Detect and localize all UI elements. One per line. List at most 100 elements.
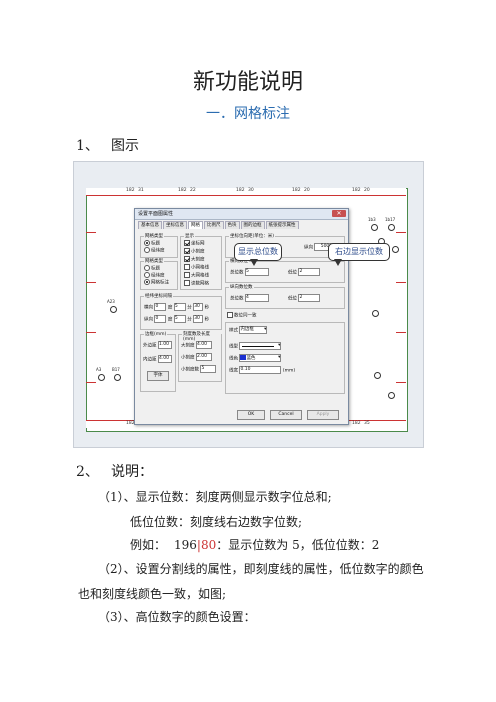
checkbox-icon [184, 272, 190, 278]
cancel-button[interactable]: Cancel [270, 410, 302, 420]
style-select[interactable]: 内边框▾ [239, 326, 268, 334]
page-subtitle: 一．网格标注 [206, 106, 290, 122]
checkbox-coord-grid[interactable]: 坐标网 [184, 240, 205, 247]
font-button[interactable]: 字体 [147, 371, 169, 381]
example-number-high: 196 [174, 538, 197, 552]
checkbox-small-tick[interactable]: 小刻度 [184, 248, 205, 255]
color-swatch [240, 355, 247, 360]
small-tick-input[interactable]: 2.00 [195, 353, 212, 361]
radio-option[interactable]: 经纬度 [144, 272, 165, 279]
survey-point-label: A3 [96, 367, 102, 372]
close-icon: ✕ [336, 210, 342, 217]
note-item-3: （3）、高位数字的颜色设置： [98, 610, 256, 624]
line-width-row: 线宽 0.10 (mm) [229, 366, 296, 374]
radio-option[interactable]: 经纬度 [144, 247, 165, 254]
inner-margin-input[interactable]: 4.00 [157, 355, 172, 363]
callout-right-digits: 右边显示位数 [328, 243, 390, 261]
callout-tail [334, 259, 342, 266]
radio-icon [144, 240, 150, 246]
sec-input[interactable]: 30 [193, 315, 204, 323]
deg-input[interactable]: 0 [154, 315, 167, 323]
survey-point [372, 310, 379, 317]
interval-group: 经纬坐标间隔 横向 0 度 5 分 30 秒 纵向 0 度 5 分 30 秒 [140, 293, 222, 330]
example-suffix: ：显示位数为 5，低位位数：2 [216, 538, 380, 552]
close-button[interactable]: ✕ [332, 210, 346, 217]
line-width-input[interactable]: 0.10 [239, 366, 282, 374]
low-digits-input-2[interactable]: 2 [298, 294, 321, 302]
outer-margin-row: 外边距 1.00 [143, 341, 172, 349]
ruler-label: 182 [236, 188, 245, 193]
deg-input[interactable]: 0 [154, 303, 167, 311]
survey-point-label: 1b17 [385, 217, 396, 222]
checkbox-small-gridline[interactable]: 小网格线 [184, 264, 209, 271]
checkbox-big-tick[interactable]: 大刻度 [184, 256, 205, 263]
ok-button[interactable]: OK [237, 410, 265, 420]
small-count-input[interactable]: 5 [200, 365, 217, 373]
dialog-title: 设置平面图属性 [138, 211, 174, 217]
apply-button[interactable]: Apply [307, 410, 339, 420]
ruler-label: 30 [248, 188, 254, 193]
tick-group: 刻度数及长度(mm) 大刻度 4.00 小刻度 2.00 小刻度数 5 [178, 331, 222, 382]
ruler-label: 20 [304, 188, 310, 193]
survey-point-label: 1b3 [368, 217, 376, 222]
min-input[interactable]: 5 [173, 315, 186, 323]
survey-point [110, 306, 117, 313]
min-input[interactable]: 5 [173, 303, 186, 311]
tab-basic-info[interactable]: 基本信息 [138, 221, 162, 229]
tab-coordinates[interactable]: 坐标信息 [163, 221, 187, 229]
total-digits-row: 总位数 4 [230, 294, 269, 302]
radio-option[interactable]: 标题 [144, 240, 160, 247]
group-label: 经纬坐标间隔 [144, 293, 173, 299]
horizontal-digits-group: 横向数位 总位数 5 低位 2 [225, 258, 345, 283]
survey-point [371, 224, 378, 231]
checkbox-icon [184, 264, 190, 270]
display-group: 显示 坐标网 小刻度 大刻度 小网格线 大网格线 读数网格 [180, 233, 222, 290]
tab-grid[interactable]: 网格 [188, 221, 203, 229]
dialog-titlebar[interactable]: 设置平面图属性 ✕ [135, 209, 348, 220]
same-digits-checkbox[interactable]: 数位同一致 [227, 312, 257, 319]
ruler-tick [396, 282, 406, 283]
ruler-tick [86, 282, 96, 283]
low-digits-input[interactable]: 2 [298, 268, 321, 276]
group-label: 横向数位 [229, 258, 249, 264]
radio-icon [144, 272, 150, 278]
line-color-select[interactable]: 蓝色▾ [239, 354, 282, 362]
survey-point [388, 224, 395, 231]
chevron-down-icon: ▾ [278, 355, 281, 360]
tab-scale[interactable]: 比例尺 [204, 221, 224, 229]
total-digits-input[interactable]: 5 [244, 268, 269, 276]
survey-point [392, 246, 399, 253]
outer-margin-input[interactable]: 1.00 [157, 341, 172, 349]
line-type-row: 线型 ▾ [229, 342, 282, 350]
example-number-sep: | [196, 538, 201, 552]
ruler-label: 31 [138, 188, 144, 193]
note-item-2: （2）、设置分割线的属性，即刻度线的属性，低位数字的颜色 [98, 562, 424, 576]
tab-paper[interactable]: 纸张提示属性 [265, 221, 299, 229]
note-item-1c: 例如：196|80：显示位数为 5，低位位数：2 [130, 536, 379, 553]
spacing-group: 坐标位向距(单位：米) 纵向 5000 [225, 233, 345, 258]
checkbox-reading-grid[interactable]: 读数网格 [184, 280, 209, 287]
tab-border[interactable]: 图的边框 [240, 221, 265, 229]
ruler-label: 182 [352, 188, 361, 193]
big-tick-row: 大刻度 4.00 [181, 341, 212, 349]
checkbox-big-gridline[interactable]: 大网格线 [184, 272, 209, 279]
survey-point-label: A23 [107, 299, 115, 304]
survey-point [98, 374, 105, 381]
ruler-top: 182 31 182 22 182 30 182 20 182 20 [86, 188, 406, 196]
total-digits-input-2[interactable]: 4 [244, 294, 269, 302]
big-tick-input[interactable]: 4.00 [195, 341, 212, 349]
radio-option[interactable]: 标题 [144, 265, 160, 272]
tab-color-block[interactable]: 色块 [224, 221, 240, 229]
line-type-select[interactable]: ▾ [239, 342, 282, 350]
group-label: 纵向数位数 [229, 284, 254, 290]
survey-point-label: B17 [112, 367, 120, 372]
section-1-label: 图示 [111, 138, 139, 154]
radio-option[interactable]: 网格标注 [144, 279, 169, 286]
style-group: 样式 内边框▾ 线型 ▾ 线色 蓝色▾ 线宽 0.10 (mm) [225, 322, 345, 394]
survey-point [114, 374, 121, 381]
ruler-label: 182 [352, 421, 361, 426]
sec-input[interactable]: 30 [193, 303, 204, 311]
survey-point [374, 372, 381, 379]
callout-tail [250, 259, 258, 266]
inner-margin-row: 内边距 4.00 [143, 355, 172, 363]
